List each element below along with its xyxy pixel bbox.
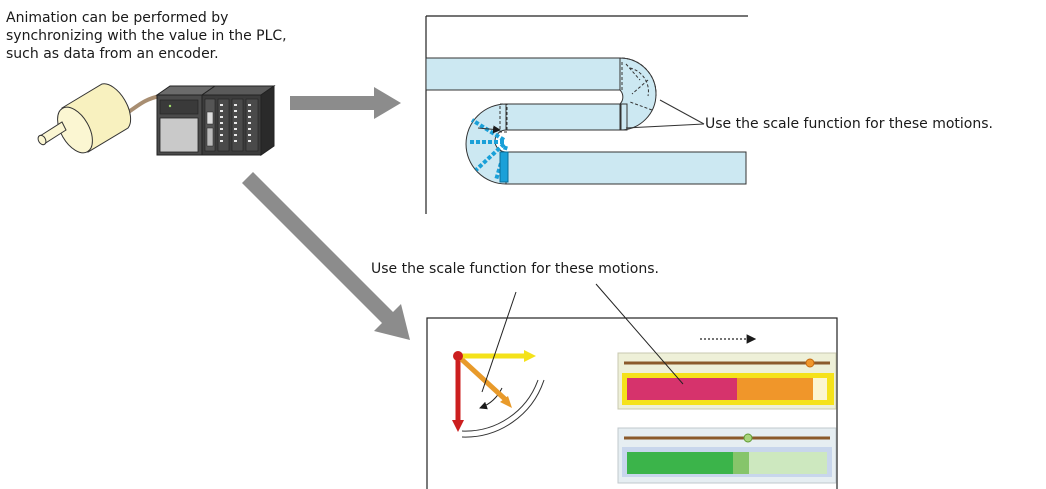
bar-graph-1 [617,352,837,410]
bar-graph-2 [617,427,837,484]
intro-line-3: such as data from an encoder. [6,46,219,62]
pipe-panel [425,15,748,214]
meter-icon [452,350,545,438]
encoder-icon [37,83,161,154]
plc-icon [155,85,276,156]
intro-line-1: Animation can be performed by [6,10,229,26]
intro-text: Animation can be performed by synchroniz… [6,9,306,63]
intro-line-2: synchronizing with the value in the PLC, [6,28,287,44]
bar-2-primary-fill [627,452,733,474]
arrow-right-icon [290,87,401,119]
callout-top-label: Use the scale function for these motions… [705,116,993,132]
bar-1-primary-fill [627,378,737,400]
arrow-down-right-icon [242,172,410,340]
callout-bottom-label: Use the scale function for these motions… [371,261,659,277]
